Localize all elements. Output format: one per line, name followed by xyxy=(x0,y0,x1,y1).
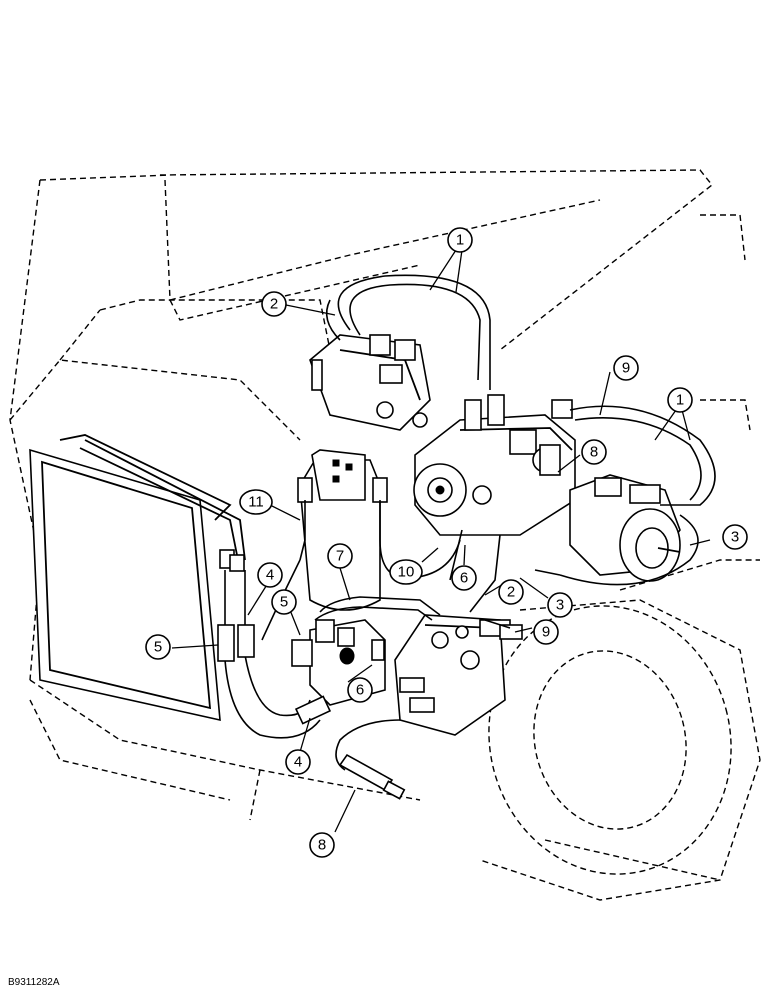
svg-text:1: 1 xyxy=(676,392,684,409)
svg-text:2: 2 xyxy=(270,296,278,313)
callout-4b: 4 xyxy=(285,749,311,775)
svg-text:11: 11 xyxy=(248,494,264,511)
svg-text:2: 2 xyxy=(507,584,515,601)
main-pump xyxy=(413,394,576,536)
callout-5b: 5 xyxy=(145,634,171,660)
callout-3b: 3 xyxy=(547,592,573,618)
machine-body-outline xyxy=(9,169,760,821)
svg-text:4: 4 xyxy=(294,754,302,771)
callout-9a: 9 xyxy=(613,355,639,381)
svg-text:6: 6 xyxy=(356,682,364,699)
control-valve xyxy=(394,614,523,736)
leader-lines xyxy=(171,249,711,833)
callout-6b: 6 xyxy=(347,677,373,703)
callout-9b: 9 xyxy=(533,619,559,645)
callouts: 1 1 2 2 3 3 4 4 xyxy=(145,227,748,858)
callout-2b: 2 xyxy=(498,579,524,605)
drive-motor xyxy=(569,474,681,582)
svg-text:4: 4 xyxy=(266,567,274,584)
svg-text:1: 1 xyxy=(456,232,464,249)
tire-outline xyxy=(479,599,761,901)
callout-1b: 1 xyxy=(667,387,693,413)
svg-text:10: 10 xyxy=(398,564,415,581)
oil-cooler xyxy=(29,434,246,722)
callout-8b: 8 xyxy=(309,832,335,858)
callout-10: 10 xyxy=(389,559,423,585)
callout-3a: 3 xyxy=(722,524,748,550)
svg-text:9: 9 xyxy=(542,624,550,641)
figure-reference-code: B9311282A xyxy=(8,977,60,988)
svg-text:9: 9 xyxy=(622,360,630,377)
svg-text:8: 8 xyxy=(318,837,326,854)
hydraulic-filter xyxy=(297,449,388,611)
callout-8a: 8 xyxy=(581,439,607,465)
callout-7: 7 xyxy=(327,543,353,569)
callout-5a: 5 xyxy=(271,589,297,615)
svg-text:5: 5 xyxy=(154,639,162,656)
svg-text:3: 3 xyxy=(731,529,739,546)
svg-text:8: 8 xyxy=(590,444,598,461)
svg-text:3: 3 xyxy=(556,597,564,614)
callout-1a: 1 xyxy=(447,227,473,253)
svg-text:7: 7 xyxy=(336,548,344,565)
charge-pump xyxy=(309,334,431,431)
svg-text:6: 6 xyxy=(460,570,468,587)
callout-2a: 2 xyxy=(261,291,287,317)
callout-11: 11 xyxy=(239,489,273,515)
hydraulic-hoses xyxy=(217,274,716,800)
callout-6a: 6 xyxy=(451,565,477,591)
callout-4a: 4 xyxy=(257,562,283,588)
svg-text:5: 5 xyxy=(280,594,288,611)
